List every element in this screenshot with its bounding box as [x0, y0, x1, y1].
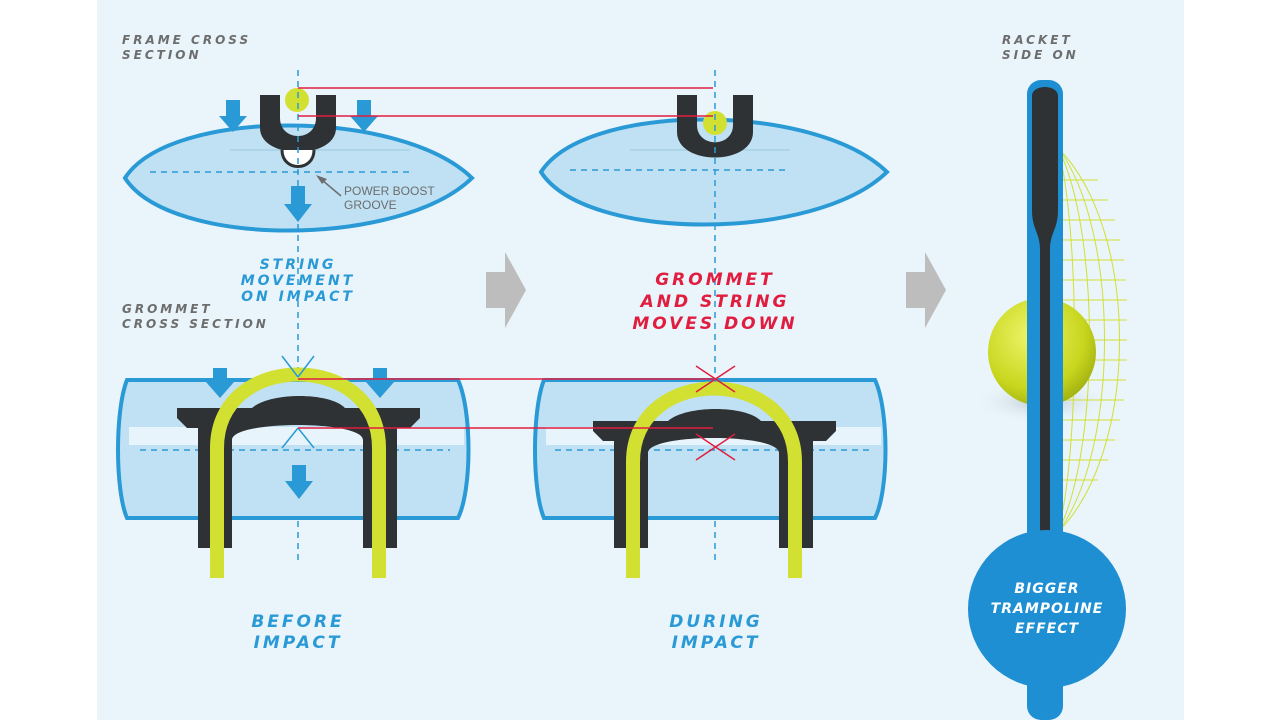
- grommet-section-during: [533, 365, 888, 578]
- arrow-down-left: [219, 100, 247, 132]
- progression-arrow-1: [486, 252, 526, 328]
- label-before-impact: BEFORE IMPACT: [251, 612, 345, 653]
- grommet-during: [677, 95, 753, 158]
- frame-oval-during: [538, 117, 890, 227]
- label-during-impact: DURING IMPACT: [669, 612, 763, 653]
- label-racket-side-on: RACKET SIDE ON: [1002, 33, 1079, 62]
- frame-section-before: [122, 88, 475, 233]
- string-loop-before: [210, 367, 386, 578]
- label-frame-cross-section: FRAME CROSS SECTION: [122, 33, 252, 62]
- label-grommet-cross-section: GROMMET CROSS SECTION: [122, 302, 269, 331]
- progression-arrow-2: [906, 252, 946, 328]
- grommet-before: [260, 95, 336, 152]
- grommet-body-during: [593, 409, 836, 548]
- frame-section-during: [538, 95, 890, 227]
- trampoline-effect-badge: BIGGER TRAMPOLINE EFFECT: [968, 530, 1126, 688]
- label-grommet-moves-down: GROMMET AND STRING MOVES DOWN: [632, 270, 798, 334]
- label-bigger-trampoline: BIGGER TRAMPOLINE EFFECT: [990, 581, 1104, 637]
- string-before: [285, 88, 309, 112]
- grommet-section-before: [116, 355, 471, 578]
- frame-oval-before: [122, 123, 475, 233]
- string-during: [703, 111, 727, 135]
- frame-strip-during: [533, 378, 888, 520]
- grommet-body-before: [177, 396, 420, 548]
- racket-frame-inner: [1032, 87, 1058, 560]
- label-power-boost-groove: POWER BOOST GROOVE: [344, 184, 435, 212]
- string-loop-during: [626, 381, 802, 578]
- label-string-movement: STRING MOVEMENT ON IMPACT: [240, 257, 356, 305]
